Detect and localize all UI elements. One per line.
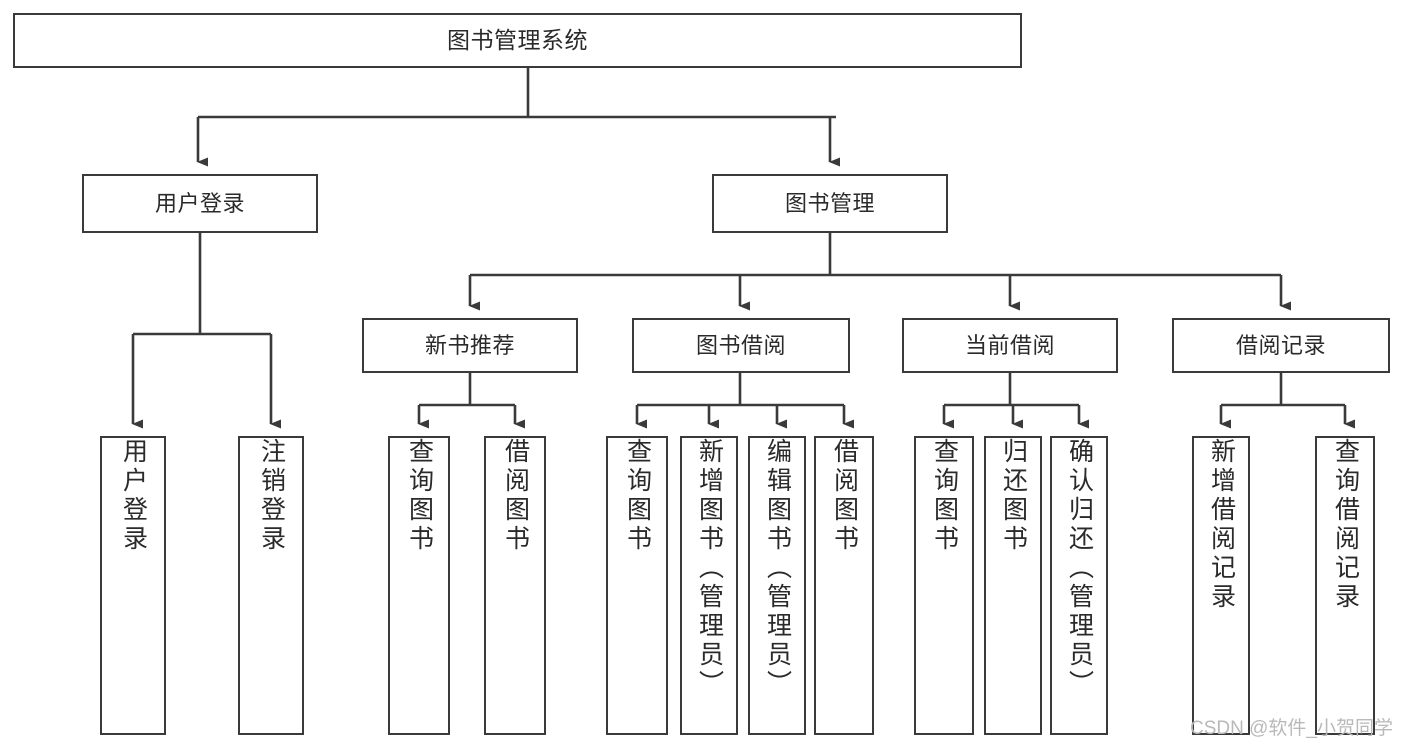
leaf-add-borrow-record[interactable]: 新增借阅记录 [1192, 436, 1250, 735]
leaf-query-book-recommend-label: 查询图书 [405, 438, 434, 554]
node-book-manage[interactable]: 图书管理 [712, 174, 948, 233]
leaf-query-book-borrow-label: 查询图书 [623, 438, 652, 554]
node-book-borrow[interactable]: 图书借阅 [632, 318, 850, 373]
node-current-borrow[interactable]: 当前借阅 [902, 318, 1118, 373]
leaf-query-borrow-record[interactable]: 查询借阅记录 [1315, 436, 1375, 735]
leaf-borrow-book-borrow-label: 借阅图书 [830, 438, 859, 554]
leaf-user-login-label: 用户登录 [119, 438, 148, 554]
leaf-edit-book-admin[interactable]: 编辑图书（管理员） [748, 436, 806, 735]
leaf-logout-login-label: 注销登录 [257, 438, 286, 554]
node-root-label: 图书管理系统 [447, 27, 588, 54]
node-user-login-label: 用户登录 [154, 190, 245, 216]
node-book-manage-label: 图书管理 [784, 190, 875, 216]
leaf-add-book-admin[interactable]: 新增图书（管理员） [680, 436, 738, 735]
leaf-query-book-current[interactable]: 查询图书 [914, 436, 974, 735]
leaf-confirm-return-admin-label: 确认归还（管理员） [1065, 438, 1094, 699]
leaf-return-book-label: 归还图书 [999, 438, 1028, 554]
node-current-borrow-label: 当前借阅 [964, 332, 1055, 358]
leaf-return-book[interactable]: 归还图书 [984, 436, 1042, 735]
csdn-watermark: CSDN @软件_小贺同学 [1190, 718, 1393, 739]
leaf-edit-book-admin-label: 编辑图书（管理员） [763, 438, 792, 699]
node-user-login[interactable]: 用户登录 [82, 174, 318, 233]
node-new-book-recommend[interactable]: 新书推荐 [362, 318, 578, 373]
leaf-query-borrow-record-label: 查询借阅记录 [1331, 438, 1360, 612]
leaf-query-book-recommend[interactable]: 查询图书 [388, 436, 450, 735]
node-new-book-recommend-label: 新书推荐 [424, 332, 515, 358]
leaf-borrow-book-borrow[interactable]: 借阅图书 [814, 436, 874, 735]
leaf-query-book-borrow[interactable]: 查询图书 [606, 436, 668, 735]
leaf-confirm-return-admin[interactable]: 确认归还（管理员） [1050, 436, 1108, 735]
leaf-user-login[interactable]: 用户登录 [100, 436, 166, 735]
node-borrow-record-label: 借阅记录 [1235, 332, 1326, 358]
node-borrow-record[interactable]: 借阅记录 [1172, 318, 1390, 373]
leaf-borrow-book-recommend[interactable]: 借阅图书 [484, 436, 546, 735]
leaf-logout-login[interactable]: 注销登录 [238, 436, 304, 735]
leaf-borrow-book-recommend-label: 借阅图书 [501, 438, 530, 554]
node-root[interactable]: 图书管理系统 [13, 13, 1022, 68]
leaf-query-book-current-label: 查询图书 [930, 438, 959, 554]
leaf-add-borrow-record-label: 新增借阅记录 [1207, 438, 1236, 612]
node-book-borrow-label: 图书借阅 [695, 332, 786, 358]
leaf-add-book-admin-label: 新增图书（管理员） [695, 438, 724, 699]
